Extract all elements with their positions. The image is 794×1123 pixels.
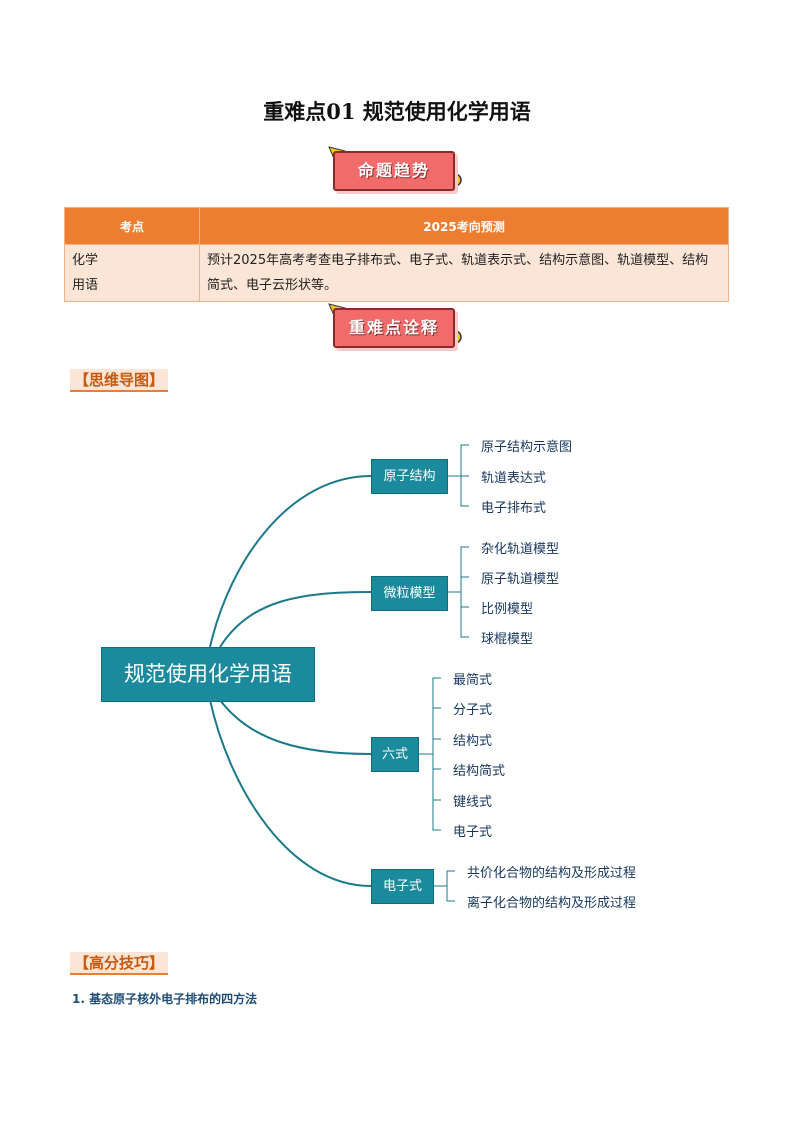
mindmap-leaf: 电子式	[453, 825, 493, 840]
mindmap-leaf: 比例模型	[481, 602, 534, 617]
mindmap-branch-formulas: 六式	[371, 737, 419, 772]
trend-badge-label: 命题趋势	[357, 161, 430, 180]
mindmap-section-label: 【思维导图】	[70, 369, 169, 392]
tip-heading: 1. 基态原子核外电子排布的四方法	[72, 992, 258, 1006]
page-title: 重难点01 规范使用化学用语	[263, 99, 531, 124]
mindmap-root: 规范使用化学用语	[101, 647, 315, 702]
mindmap-leaf: 结构简式	[453, 764, 506, 779]
table-cell-topic: 化学用语	[64, 244, 200, 302]
mindmap-leaf: 球棍模型	[481, 632, 534, 647]
trend-table: 考点 2025考向预测 化学用语 预计2025年高考考查电子排布式、电子式、轨道…	[64, 207, 729, 302]
trend-badge: 命题趋势	[327, 145, 467, 197]
mindmap-leaf: 电子排布式	[481, 501, 547, 516]
tips-section-label: 【高分技巧】	[70, 952, 169, 975]
mindmap-leaf: 杂化轨道模型	[481, 542, 560, 557]
explain-badge-label: 重难点诠释	[348, 318, 439, 337]
mindmap-leaf: 最简式	[453, 673, 493, 688]
mindmap-leaf: 轨道表达式	[481, 471, 547, 486]
mindmap-leaf: 离子化合物的结构及形成过程	[467, 896, 637, 911]
mindmap-branch-model: 微粒模型	[371, 576, 448, 611]
mindmap-leaf: 结构式	[453, 734, 493, 749]
table-row: 化学用语 预计2025年高考考查电子排布式、电子式、轨道表示式、结构示意图、轨道…	[64, 244, 729, 302]
mindmap-leaf: 原子结构示意图	[481, 440, 573, 455]
mindmap-leaf: 分子式	[453, 703, 493, 718]
mindmap-branch-electronic: 电子式	[371, 869, 434, 904]
mindmap-leaf: 原子轨道模型	[481, 572, 560, 587]
explain-badge: 重难点诠释	[327, 302, 467, 354]
table-header-topic: 考点	[64, 207, 200, 245]
mindmap-branch-atom: 原子结构	[371, 459, 448, 494]
table-cell-prediction: 预计2025年高考考查电子排布式、电子式、轨道表示式、结构示意图、轨道模型、结构…	[199, 244, 729, 302]
mindmap-leaf: 共价化合物的结构及形成过程	[467, 866, 637, 881]
table-header-prediction: 2025考向预测	[199, 207, 729, 245]
mindmap-leaf: 键线式	[453, 795, 493, 810]
